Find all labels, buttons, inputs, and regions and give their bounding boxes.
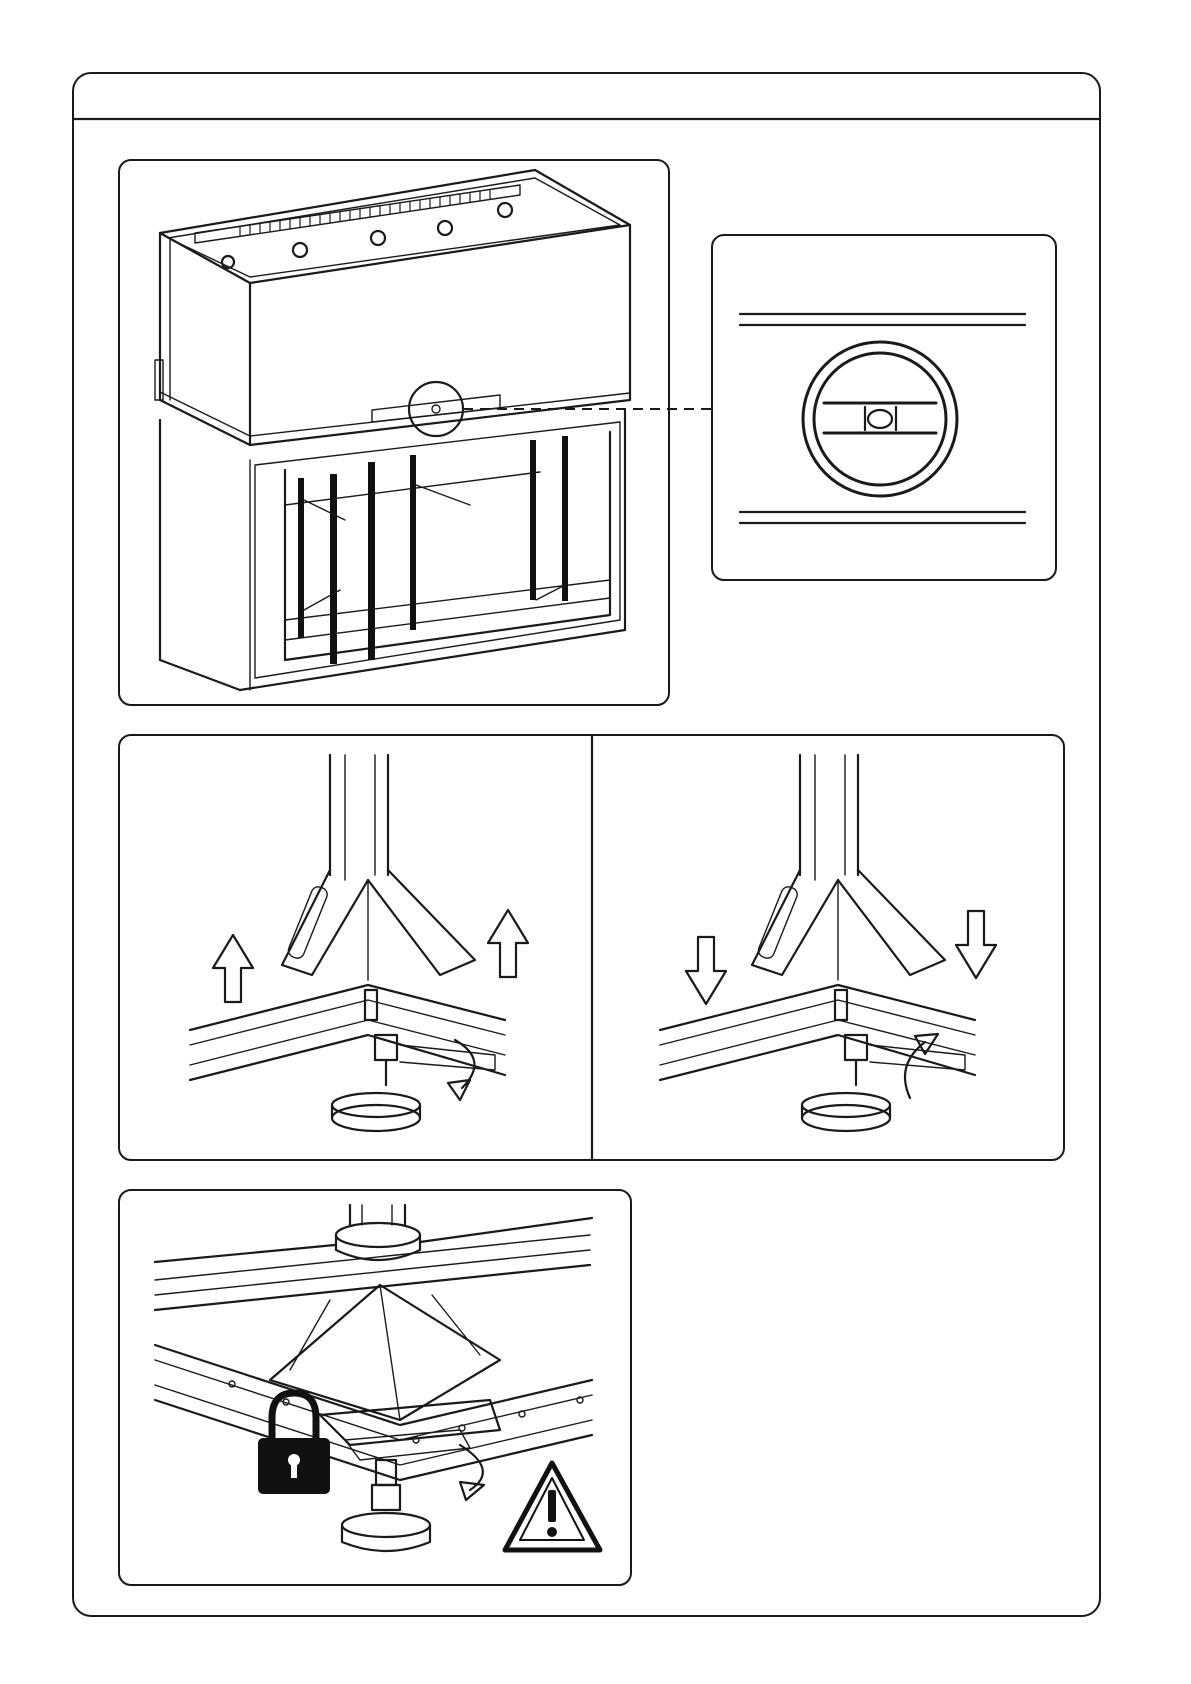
aquarium-panel: [119, 160, 669, 705]
adjust-feet-panel: [119, 735, 1064, 1160]
spirit-level-panel: [712, 235, 1056, 580]
lock-foot-panel: [119, 1190, 631, 1585]
